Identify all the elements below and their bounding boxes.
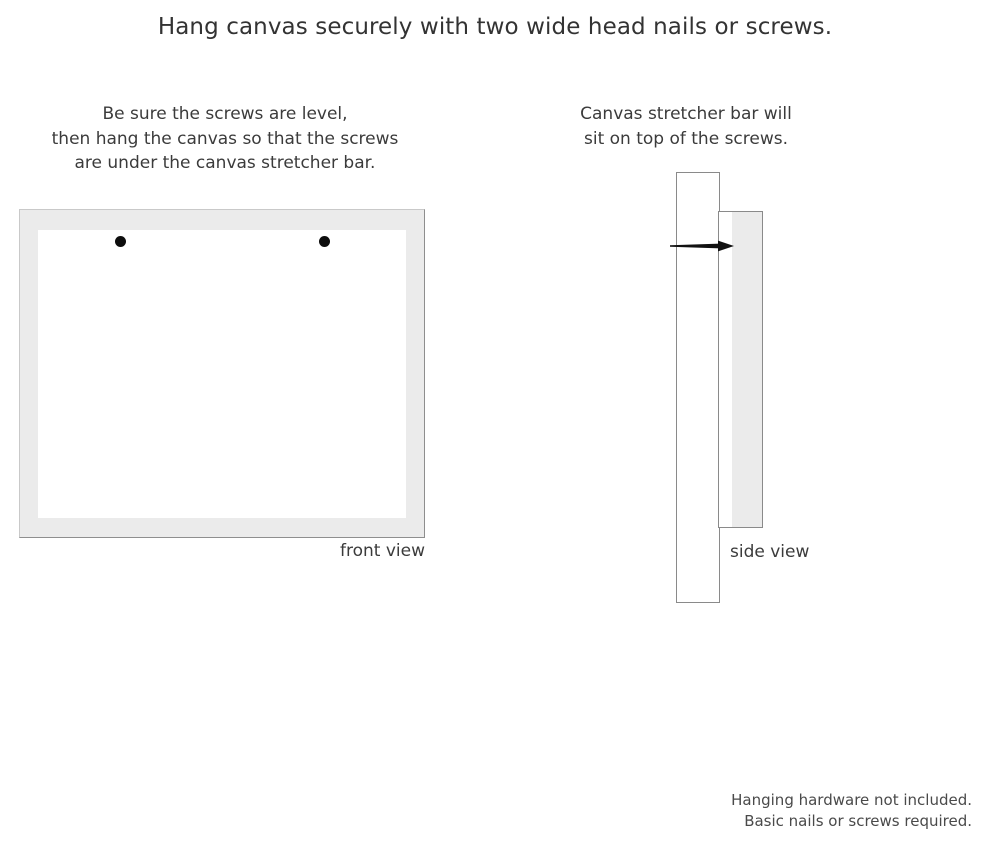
side-view-caption-line-2: sit on top of the screws. [583, 128, 789, 149]
left-screw-icon [115, 236, 126, 247]
front-view-caption-line-1: Be sure the screws are level, [102, 104, 348, 124]
front-view-caption-line-3: are under the canvas stretcher bar. [74, 153, 376, 173]
right-screw-icon [319, 236, 330, 247]
front-view-caption-line-2: then hang the canvas so that the screws [51, 128, 399, 149]
nail-icon [670, 240, 734, 252]
page-title: Hang canvas securely with two wide head … [157, 14, 833, 40]
footer-line-2: Basic nails or screws required. [744, 812, 972, 830]
wall-board [676, 172, 720, 603]
side-view-label: side view [730, 542, 810, 562]
front-view-label: front view [340, 541, 425, 561]
front-view-diagram [19, 209, 425, 538]
canvas-face [719, 212, 732, 527]
front-view-caption: Be sure the screws are level, then hang … [10, 102, 440, 176]
canvas-frame-inner [38, 230, 406, 518]
side-view-caption: Canvas stretcher bar will sit on top of … [540, 102, 832, 151]
footer-line-1: Hanging hardware not included. [731, 791, 972, 809]
side-view-diagram [660, 165, 860, 615]
footer-note: Hanging hardware not included. Basic nai… [572, 790, 972, 832]
side-view-caption-line-1: Canvas stretcher bar will [580, 104, 792, 124]
